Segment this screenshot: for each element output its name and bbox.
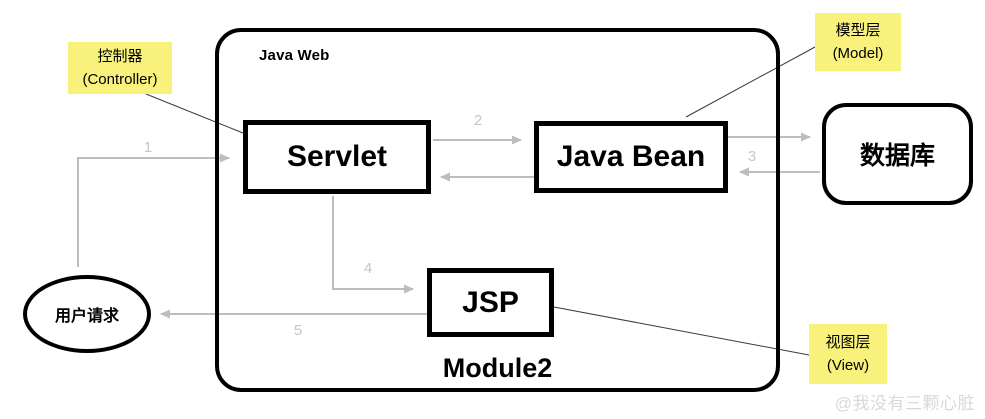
view-pointer-line — [553, 306, 810, 356]
module-title: Java Web — [259, 47, 330, 64]
node-servlet-label: Servlet — [286, 140, 388, 173]
arrow-4-servlet-to-jsp — [332, 196, 414, 294]
flow-number-5: 5 — [293, 322, 303, 339]
annotation-model-cn: 模型层 — [835, 21, 881, 39]
watermark-text: @我没有三颗心脏 — [834, 394, 975, 413]
annotation-view-en: (View) — [826, 357, 870, 374]
annotation-controller: 控制器 (Controller) — [68, 42, 172, 94]
node-jsp-label: JSP — [462, 285, 519, 319]
annotation-view: 视图层 (View) — [809, 324, 887, 384]
arrow-1-user-to-servlet — [77, 153, 230, 267]
node-user-request: 用户请求 — [23, 275, 151, 353]
annotation-view-cn: 视图层 — [825, 333, 871, 351]
annotation-controller-en: (Controller) — [82, 71, 158, 88]
node-database: 数据库 — [822, 103, 973, 205]
module-footer-label: Module2 — [442, 353, 553, 383]
flow-number-2: 2 — [473, 112, 483, 129]
flow-number-1: 1 — [143, 139, 153, 156]
annotation-controller-cn: 控制器 — [97, 47, 143, 65]
node-user-request-label: 用户请求 — [54, 308, 119, 325]
node-database-label: 数据库 — [859, 142, 935, 170]
flow-number-3: 3 — [747, 148, 757, 165]
node-jsp: JSP — [427, 268, 554, 337]
annotation-model: 模型层 (Model) — [815, 13, 901, 71]
model-pointer-line — [685, 46, 816, 118]
node-java-bean-label: Java Bean — [556, 140, 706, 173]
annotation-model-en: (Model) — [832, 45, 884, 62]
java-web-module-frame: Java Web Module2 — [215, 28, 780, 392]
node-java-bean: Java Bean — [534, 121, 728, 193]
node-servlet: Servlet — [243, 120, 431, 194]
flow-number-4: 4 — [363, 260, 373, 277]
controller-pointer-line — [145, 93, 244, 134]
